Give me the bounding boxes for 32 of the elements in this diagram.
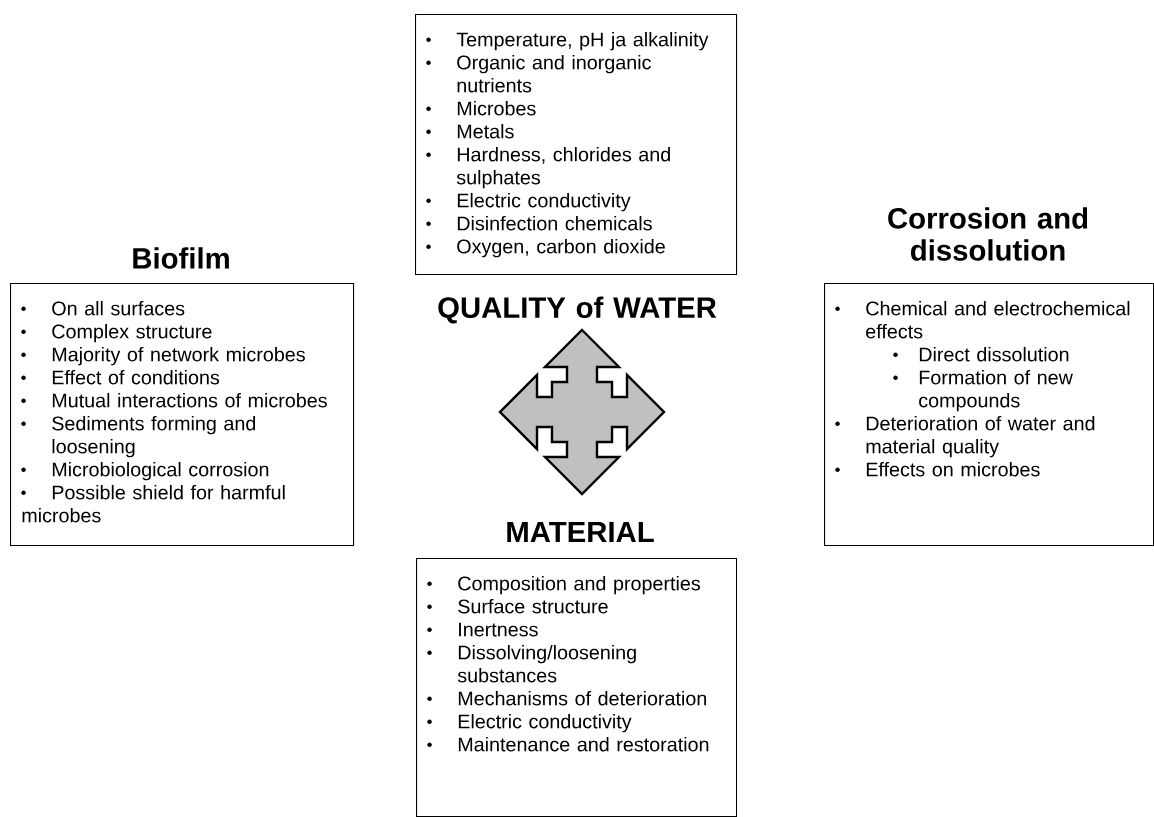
list-item: Surface structure (427, 599, 608, 614)
list-item: Composition and properties (427, 575, 700, 595)
list-item: Electric conductivity (426, 192, 631, 212)
list-item: Possible shield for harmful microbes (21, 484, 285, 523)
list-item: Temperature, pH ja alkalinity (426, 31, 709, 51)
list-item: Microbiological corrosion (21, 461, 269, 481)
list-item: Microbes (426, 100, 536, 116)
list-item: Mechanisms of deterioration (427, 690, 706, 706)
list-item: Dissolving/loosening substances (427, 644, 636, 683)
list-item: Inertness (427, 622, 538, 637)
list-item: Disinfection chemicals (426, 215, 652, 231)
list-item: Electric conductivity (427, 713, 632, 733)
list-item: Direct dissolution (893, 346, 1069, 362)
heading: Biofilm (133, 247, 229, 269)
list-item: Deterioration of water and material quality (835, 415, 1095, 458)
list-item: Metals (426, 123, 514, 139)
list-item: Complex structure (21, 323, 212, 343)
list-item: Maintenance and restoration (427, 736, 709, 752)
list-item: Organic and inorganic nutrients (426, 54, 651, 93)
list-item: Sediments forming and loosening (21, 415, 256, 458)
heading: MATERIAL (507, 521, 654, 543)
heading: QUALITY of WATER (438, 296, 717, 324)
list-item: Effect of conditions (21, 369, 220, 385)
list-item: Formation of new compounds (893, 369, 1073, 412)
list-item: Chemical and electrochemical effects (835, 300, 1130, 339)
list-item: Hardness, chlorides and sulphates (426, 146, 670, 189)
list-item: Mutual interactions of microbes (21, 392, 327, 408)
heading: Corrosion and dissolution (888, 207, 1088, 261)
list-item: Oxygen, carbon dioxide (426, 238, 665, 258)
list-item: On all surfaces (21, 300, 185, 316)
list-item: Effects on microbes (835, 461, 1040, 477)
list-item: Majority of network microbes (21, 346, 305, 366)
